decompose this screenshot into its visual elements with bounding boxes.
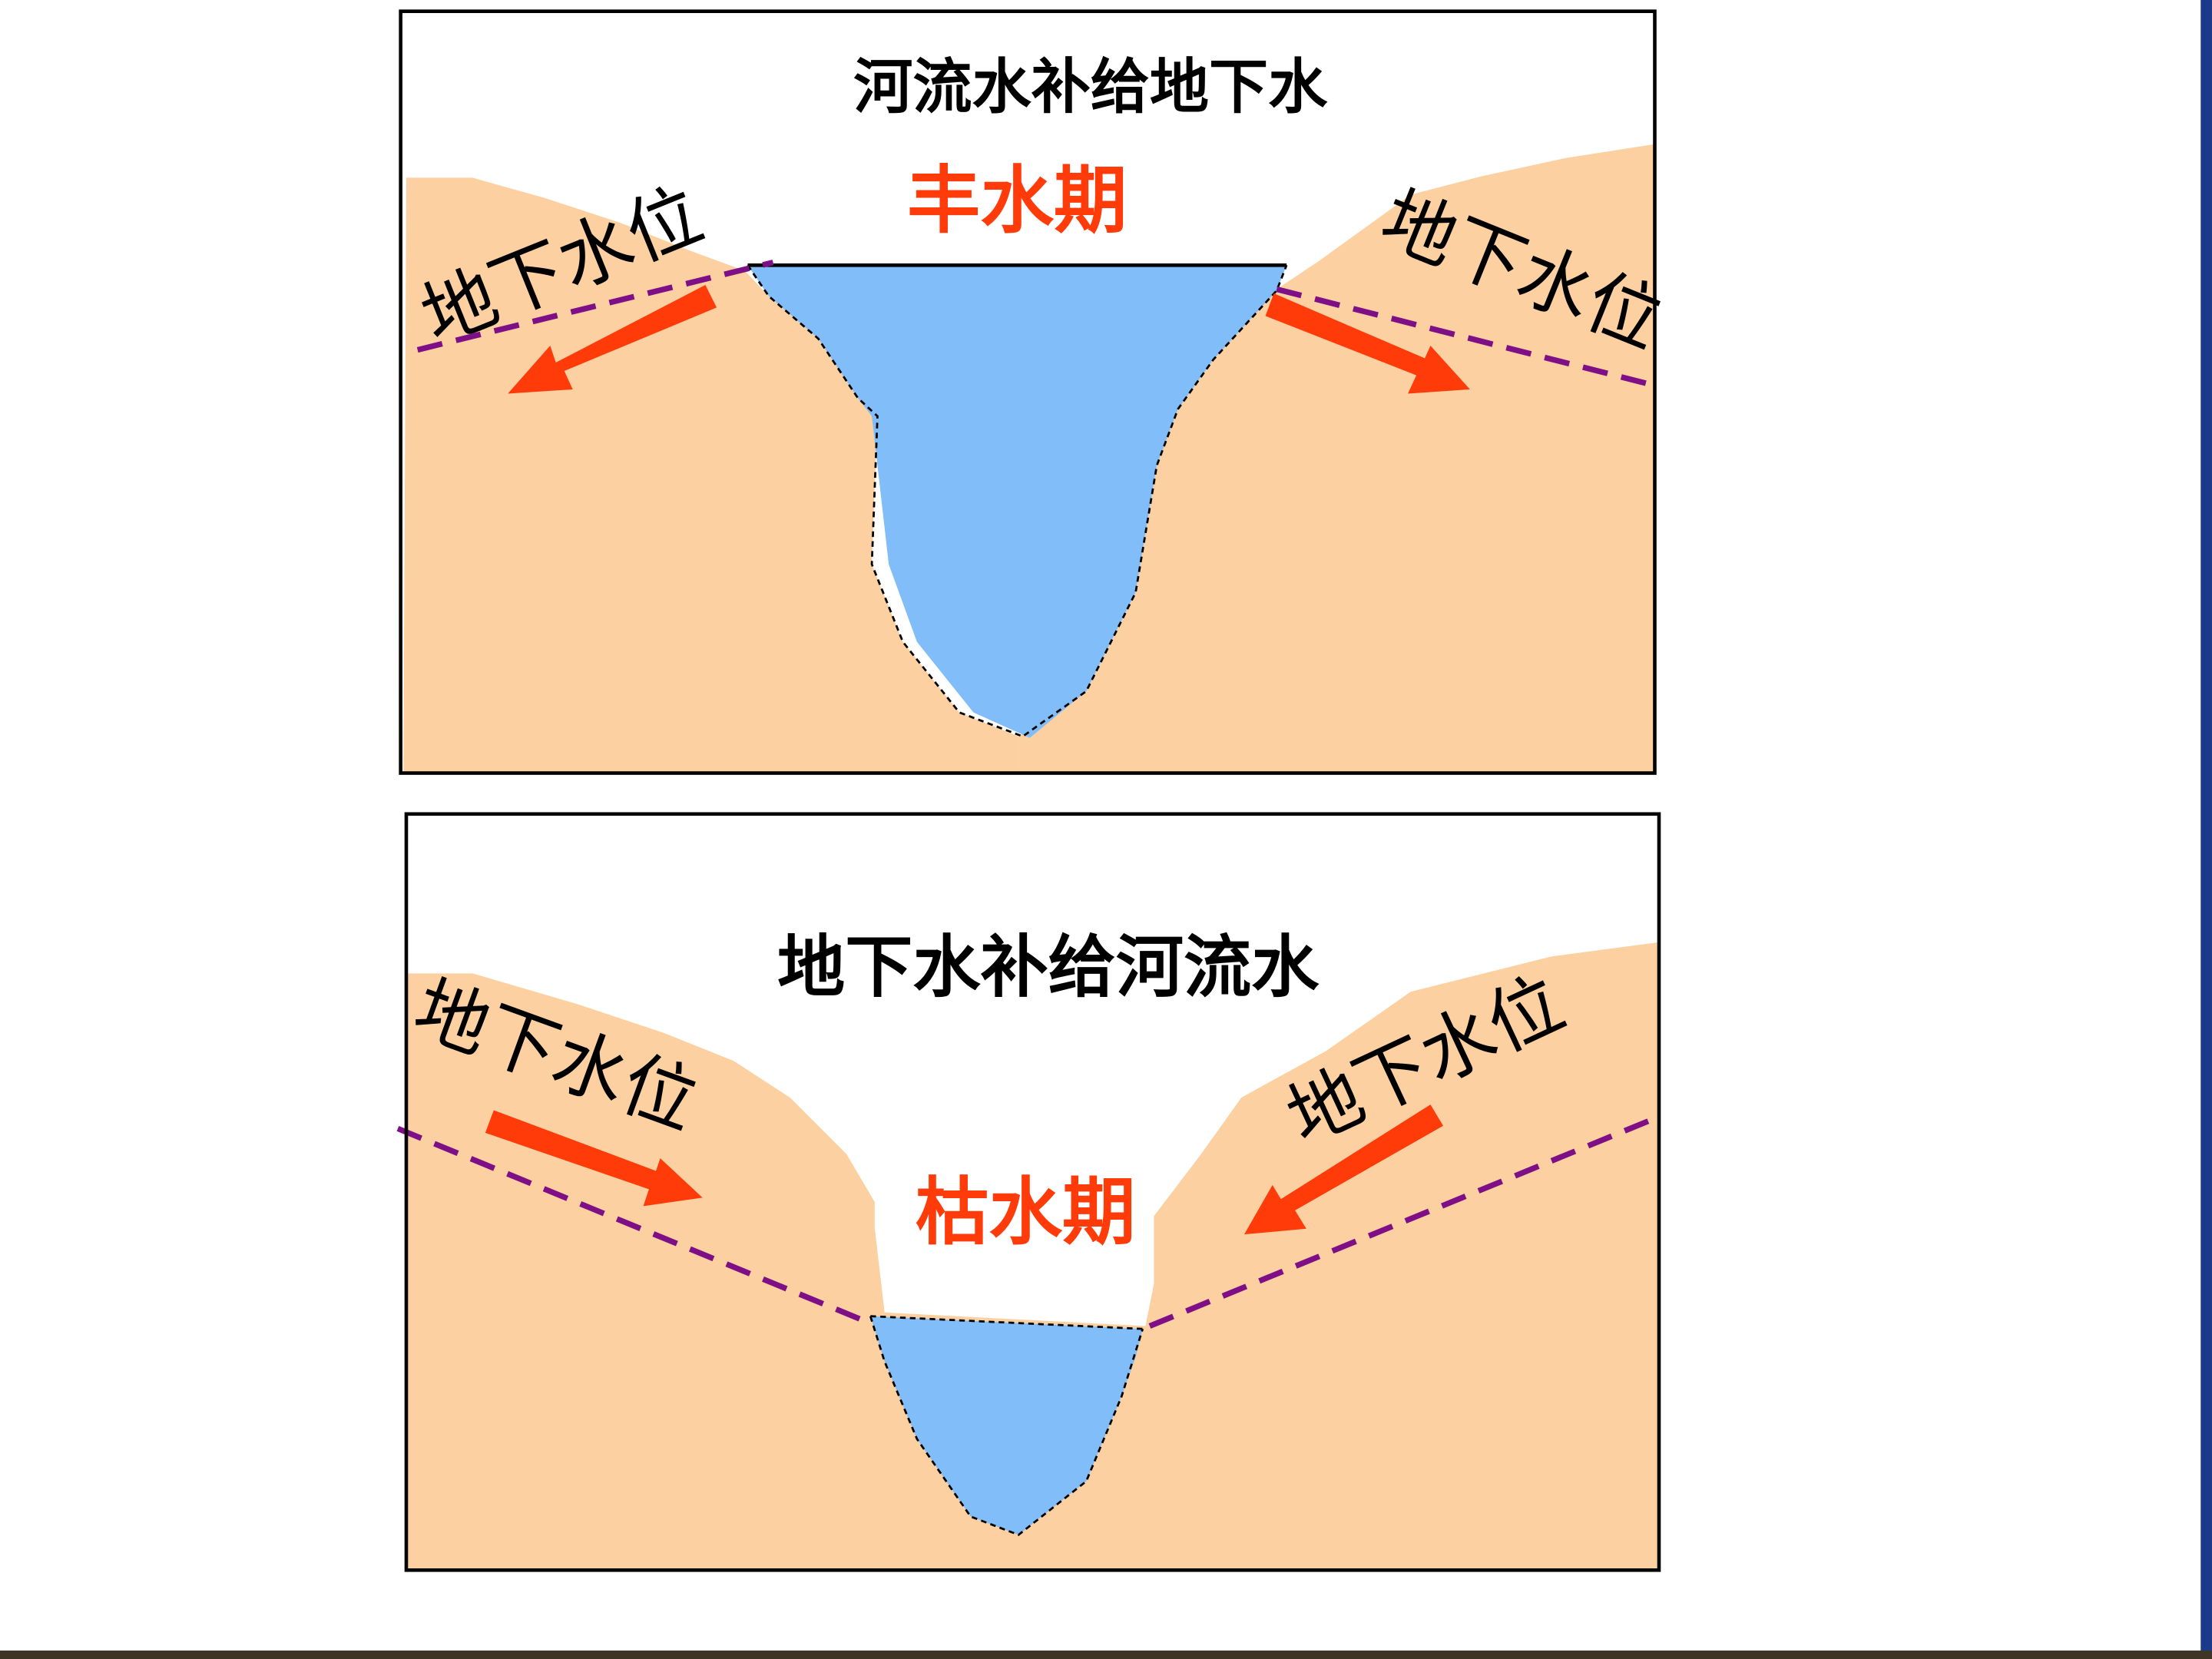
- right-edge-accent: [2200, 0, 2212, 1659]
- arrow-icon: [508, 285, 717, 394]
- panel-title: 河流水补给地下水: [853, 53, 1328, 122]
- right-water-table-line: [1276, 286, 1654, 388]
- river-bed-outline: [869, 1315, 1144, 1536]
- left-water-table-line: [416, 260, 774, 353]
- left-soil-bank: [407, 973, 885, 1569]
- left-soil-bank: [403, 177, 1019, 773]
- flood-season-panel: 河流水补给地下水 丰水期 地下水位 地下水位: [399, 9, 1674, 775]
- right-soil-bank: [1018, 144, 1657, 773]
- season-label: 枯水期: [916, 1169, 1136, 1255]
- river-bed-outline: [747, 264, 1288, 738]
- panel-title: 地下水补给河流水: [777, 926, 1320, 1006]
- river-water: [870, 1316, 1143, 1535]
- right-water-table-line: [1148, 1114, 1659, 1329]
- left-water-table-line: [396, 1125, 865, 1323]
- dry-season-panel: 地下水补给河流水 枯水期 地下水位 地下水位: [396, 812, 1661, 1572]
- arrow-icon: [1244, 1104, 1443, 1235]
- bottom-bar: [0, 1650, 2212, 1659]
- arrow-icon: [485, 1110, 703, 1207]
- season-label: 丰水期: [907, 157, 1128, 243]
- river-water: [747, 265, 1287, 738]
- panel-frame: [404, 812, 1661, 1572]
- arrow-icon: [1265, 293, 1470, 394]
- panel-frame: [399, 9, 1657, 775]
